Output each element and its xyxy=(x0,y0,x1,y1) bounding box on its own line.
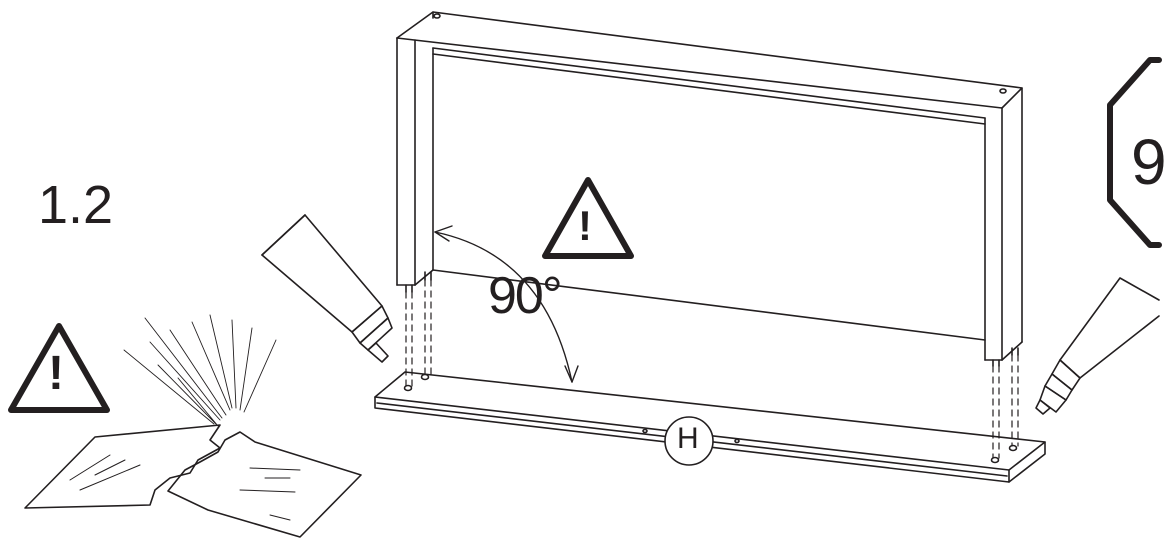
base-panel xyxy=(374,371,1046,483)
right-angle-indicator xyxy=(434,225,579,383)
glue-tube-icon xyxy=(261,214,393,363)
broken-glass-icon xyxy=(24,314,362,538)
stop-sign-icon xyxy=(1107,57,1162,248)
cabinet-frame xyxy=(396,11,1023,367)
warning-triangle-icon xyxy=(542,177,634,259)
warning-exclamation: ! xyxy=(578,202,592,249)
angle-label: 90° xyxy=(488,267,563,325)
warning-exclamation-left: ! xyxy=(48,347,64,400)
dowel-guide-lines xyxy=(405,279,1019,459)
part-label: H xyxy=(677,422,699,455)
step-number: 1.2 xyxy=(38,175,114,235)
glue-tube-icon-right xyxy=(1035,277,1160,415)
stop-sign-label: 9 xyxy=(1131,126,1167,198)
part-label-circle xyxy=(664,416,714,466)
warning-triangle-icon-left xyxy=(8,323,110,413)
